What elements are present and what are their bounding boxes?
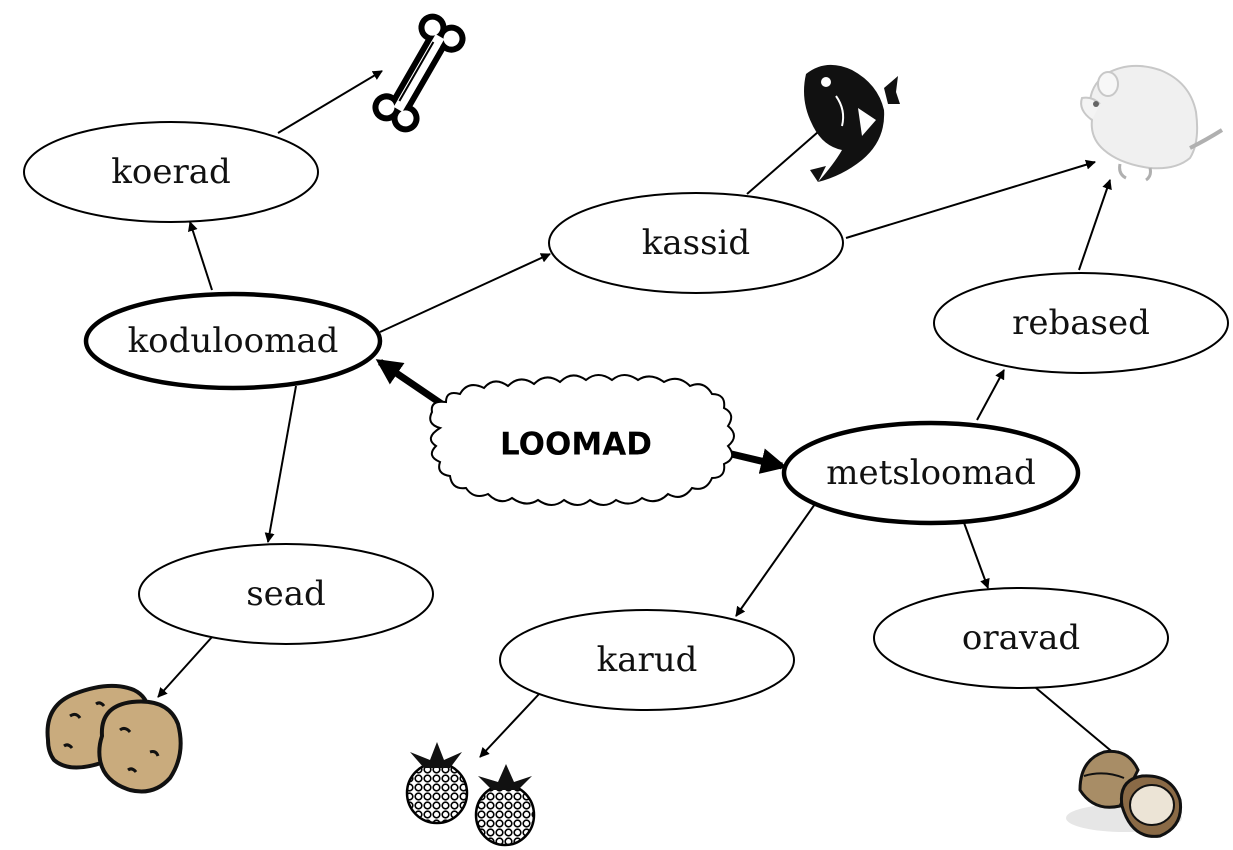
node-karud-label: karud xyxy=(597,640,698,680)
potatoes-icon xyxy=(45,683,183,794)
node-rebased-label: rebased xyxy=(1012,303,1150,343)
node-kassid-shape xyxy=(548,192,844,294)
node-koerad-shape xyxy=(23,121,319,223)
node-kassid-label: kassid xyxy=(642,223,750,263)
raspberries-icon xyxy=(405,742,536,847)
node-koerad: koerad xyxy=(23,121,319,223)
node-sead: sead xyxy=(138,543,434,645)
arrow-koduloomad-to-sead xyxy=(264,385,297,543)
center-cloud-shape xyxy=(429,374,735,506)
node-metsloomad: metsloomad xyxy=(781,420,1081,526)
node-sead-label: sead xyxy=(246,574,326,614)
center-node: LOOMAD xyxy=(429,374,735,506)
arrow-kassid-to-mouse xyxy=(845,159,1096,239)
node-karud-shape xyxy=(499,609,795,711)
arrow-metsloomad-to-rebased xyxy=(976,369,1005,421)
fish-icon xyxy=(804,64,900,182)
arrow-rebased-to-mouse xyxy=(1078,179,1112,271)
arrow-sead-to-potatoes xyxy=(157,636,213,698)
node-kassid: kassid xyxy=(548,192,844,294)
arrow-koduloomad-to-kassid xyxy=(379,253,551,333)
arrow-metsloomad-to-oravad xyxy=(962,519,990,589)
arrow-karud-to-raspberries xyxy=(479,692,541,758)
node-koerad-label: koerad xyxy=(111,152,230,192)
node-sead-shape xyxy=(138,543,434,645)
node-oravad-shape xyxy=(873,587,1169,689)
bone-icon xyxy=(372,13,466,133)
node-oravad: oravad xyxy=(873,587,1169,689)
node-metsloomad-label: metsloomad xyxy=(826,453,1036,493)
node-koduloomad: koduloomad xyxy=(83,291,383,391)
center-label: LOOMAD xyxy=(500,427,652,463)
arrow-metsloomad-to-karud xyxy=(735,503,816,617)
node-rebased: rebased xyxy=(933,272,1229,374)
arrow-koduloomad-to-koerad xyxy=(188,221,213,291)
node-rebased-shape xyxy=(933,272,1229,374)
node-oravad-label: oravad xyxy=(962,618,1080,658)
node-koduloomad-label: koduloomad xyxy=(128,321,339,361)
connections xyxy=(157,70,1123,761)
arrow-oravad-to-hazelnut xyxy=(1035,687,1123,761)
hazelnut-icon xyxy=(1066,749,1183,838)
node-karud: karud xyxy=(499,609,795,711)
node-metsloomad-shape xyxy=(781,420,1081,526)
mouse-icon xyxy=(1080,64,1224,182)
node-koduloomad-shape xyxy=(83,291,383,391)
arrow-koerad-to-bone xyxy=(277,70,383,134)
arrow-kassid-to-fish xyxy=(746,124,827,195)
